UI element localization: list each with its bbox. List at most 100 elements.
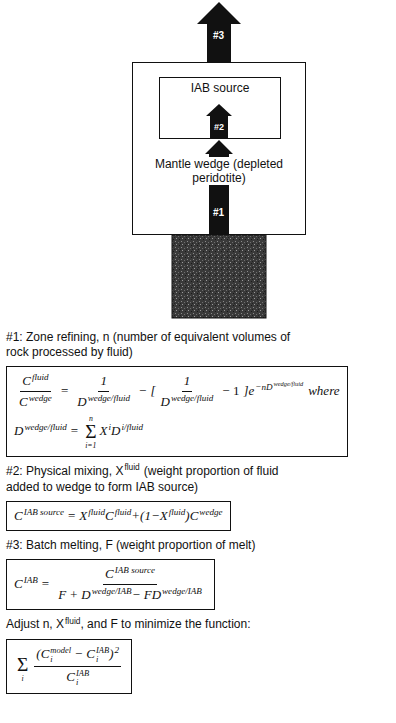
- formula-index: wedge/IAB: [92, 586, 132, 596]
- formula-index: i=1: [85, 441, 96, 450]
- formula-term: 1: [100, 373, 107, 388]
- denominator: Dwedge/fluid: [158, 392, 215, 410]
- superscript: IAB source: [115, 565, 155, 575]
- superscript: IAB: [24, 575, 38, 585]
- superscript: wedge/fluid: [88, 393, 130, 403]
- formula-term: 1: [184, 373, 191, 388]
- formula-term: +(1−X: [131, 508, 167, 523]
- equation-line: CfluidCwedge=1Dwedge/fluid−[1Dwedge/flui…: [14, 371, 340, 413]
- step-text: #1: Zone refining, n (number of equivale…: [6, 330, 306, 360]
- formula-term: C: [22, 373, 31, 388]
- sum-symbol: Σ: [85, 422, 96, 442]
- denominator: Cwedge: [17, 392, 54, 410]
- formula-term: e: [248, 383, 254, 398]
- formula-index: 2: [114, 645, 119, 655]
- summation: Σi: [17, 651, 28, 683]
- summation: nΣi=1: [85, 415, 96, 450]
- formula-operator: =: [42, 576, 49, 591]
- node-label: IAB source: [189, 81, 252, 95]
- fraction: CIAB sourceF + Dwedge/IAB− FDwedge/IAB: [56, 566, 204, 604]
- arrow-three: [197, 2, 241, 62]
- formula-index: i: [22, 674, 24, 683]
- step-text: Adjust n, Xfluid, and F to minimize the …: [6, 617, 306, 633]
- step-text: #3: Batch melting, F (weight proportion …: [6, 538, 306, 553]
- sum-symbol: Σ: [17, 655, 28, 675]
- denominator: F + Dwedge/IAB− FDwedge/IAB: [56, 585, 204, 603]
- formula-term: D: [160, 394, 169, 409]
- formula-index: fluid: [88, 507, 105, 517]
- equation-box: Σi(Cmodeli−CIABi)2CIABi: [6, 639, 132, 694]
- slab-block: [172, 235, 266, 318]
- superscript: wedge/fluid: [274, 380, 304, 387]
- formula-term: C: [14, 508, 23, 523]
- formula-term: C: [105, 508, 114, 523]
- formula-index: IAB source: [24, 507, 64, 517]
- formula-term: F + D: [58, 587, 91, 602]
- formula-index: i: [50, 654, 52, 664]
- superscript: fluid: [65, 616, 80, 626]
- superscript: fluid: [115, 507, 132, 517]
- superscript: fluid: [169, 507, 186, 517]
- subscript-row: i: [76, 678, 89, 687]
- arrow-two: [206, 104, 232, 138]
- superscript: fluid: [124, 462, 139, 472]
- superscript: 2: [114, 645, 119, 655]
- equation-row: Σi(Cmodeli−CIABi)2CIABi: [6, 637, 390, 699]
- formula-term: [: [150, 383, 155, 398]
- formula-operator: −: [139, 383, 146, 398]
- formula-index: wedge/IAB: [162, 586, 202, 596]
- formula-term: C: [14, 576, 23, 591]
- limit-bottom: i=1: [85, 442, 96, 450]
- superscript-row: IAB: [96, 646, 109, 655]
- formula-index: IAB: [96, 645, 109, 655]
- equation-row: CIAB source=XfluidCfluid+(1−Xfluid)Cwedg…: [6, 499, 390, 536]
- formula-term: #1: Zone refining, n (number of equivale…: [6, 330, 290, 359]
- superscript: wedge/fluid: [171, 393, 213, 403]
- formula-term: (C: [36, 646, 49, 661]
- formula-index: fluid: [32, 372, 49, 382]
- numerator: 1: [98, 373, 109, 392]
- superscript: wedge/fluid: [24, 422, 66, 432]
- formula-term: C: [19, 394, 28, 409]
- formula-index: i: [96, 654, 98, 664]
- equation-line: CIAB=CIAB sourceF + Dwedge/IAB− FDwedge/…: [14, 564, 207, 606]
- superscript: fluid: [32, 372, 49, 382]
- index-stack: IABi: [96, 646, 109, 664]
- formula-index: wedge/fluid: [171, 393, 213, 403]
- superscript: wedge: [199, 507, 222, 517]
- formula-index: model: [50, 645, 71, 655]
- formula-term: C: [105, 566, 114, 581]
- superscript-row: IAB: [76, 669, 89, 678]
- fraction: 1Dwedge/fluid: [158, 373, 215, 411]
- superscript: wedge/IAB: [162, 586, 202, 596]
- equation-line: Σi(Cmodeli−CIABi)2CIABi: [14, 644, 124, 689]
- formula-index: wedge: [199, 507, 222, 517]
- formula-term: Adjust n, X: [6, 617, 64, 631]
- formula-term: X: [79, 508, 87, 523]
- arrow-one: [205, 140, 233, 235]
- numerator: CIAB source: [103, 566, 157, 585]
- fraction: (Cmodeli−CIABi)2CIABi: [34, 646, 121, 687]
- formula-index: IAB: [76, 668, 89, 678]
- superscript: IAB source: [24, 507, 64, 517]
- formula-index: wedge/fluid: [24, 422, 66, 432]
- equation-box: CfluidCwedge=1Dwedge/fluid−[1Dwedge/flui…: [6, 366, 348, 457]
- superscript: fluid: [88, 507, 105, 517]
- denominator: Dwedge/fluid: [75, 392, 132, 410]
- formula-index: IAB source: [115, 565, 155, 575]
- formula-term: − FD: [132, 587, 161, 602]
- subscript-row: i: [50, 655, 71, 664]
- formula-term: X: [100, 423, 108, 438]
- limit-bottom: i: [22, 675, 24, 683]
- formula-term: C: [86, 646, 95, 661]
- formula-index: wedge: [29, 393, 52, 403]
- limit-top: n: [89, 415, 93, 423]
- index-stack: IABi: [76, 669, 89, 687]
- equation-box: CIAB source=XfluidCfluid+(1−Xfluid)Cwedg…: [6, 501, 231, 531]
- formula-operator: −: [75, 646, 82, 661]
- formula-term: )C: [185, 508, 198, 523]
- formula-index: fluid: [115, 507, 132, 517]
- equation-list: #1: Zone refining, n (number of equivale…: [6, 328, 390, 699]
